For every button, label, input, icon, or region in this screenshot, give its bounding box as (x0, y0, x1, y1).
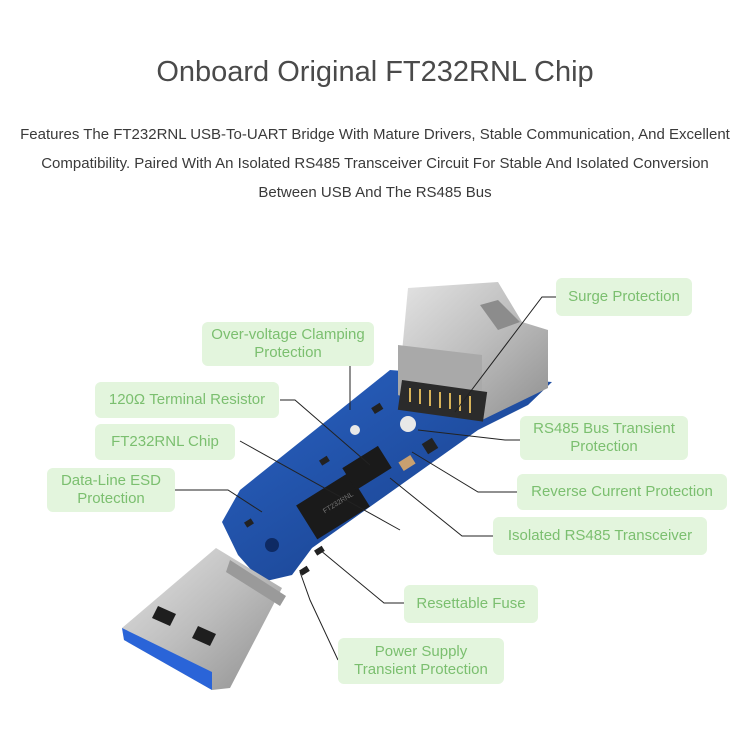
pcb-board (222, 370, 552, 582)
callout-terminal-resistor: 120Ω Terminal Resistor (95, 382, 279, 418)
callout-power-supply-transient: Power Supply Transient Protection (338, 638, 504, 684)
callout-ft232rnl-chip: FT232RNL Chip (95, 424, 235, 460)
page-title: Onboard Original FT232RNL Chip (156, 56, 594, 88)
ft232rnl-chip: FT232RNL (296, 472, 370, 540)
callout-isolated-transceiver: Isolated RS485 Transceiver (493, 517, 707, 555)
small-components (244, 402, 439, 576)
callout-overvoltage-clamping: Over-voltage Clamping Protection (202, 322, 374, 366)
page-description: Features The FT232RNL USB-To-UART Bridge… (20, 126, 730, 201)
mounting-hole (265, 538, 279, 552)
isolated-transceiver-chip (342, 445, 392, 491)
callout-resettable-fuse: Resettable Fuse (404, 585, 538, 623)
callout-data-line-esd: Data-Line ESD Protection (47, 468, 175, 512)
leader-lines (175, 296, 556, 661)
callout-rs485-transient: RS485 Bus Transient Protection (520, 416, 688, 460)
rj45-connector (397, 282, 548, 422)
usb-a-plug (122, 548, 286, 690)
callout-reverse-current: Reverse Current Protection (517, 474, 727, 510)
callout-surge-protection: Surge Protection (556, 278, 692, 316)
